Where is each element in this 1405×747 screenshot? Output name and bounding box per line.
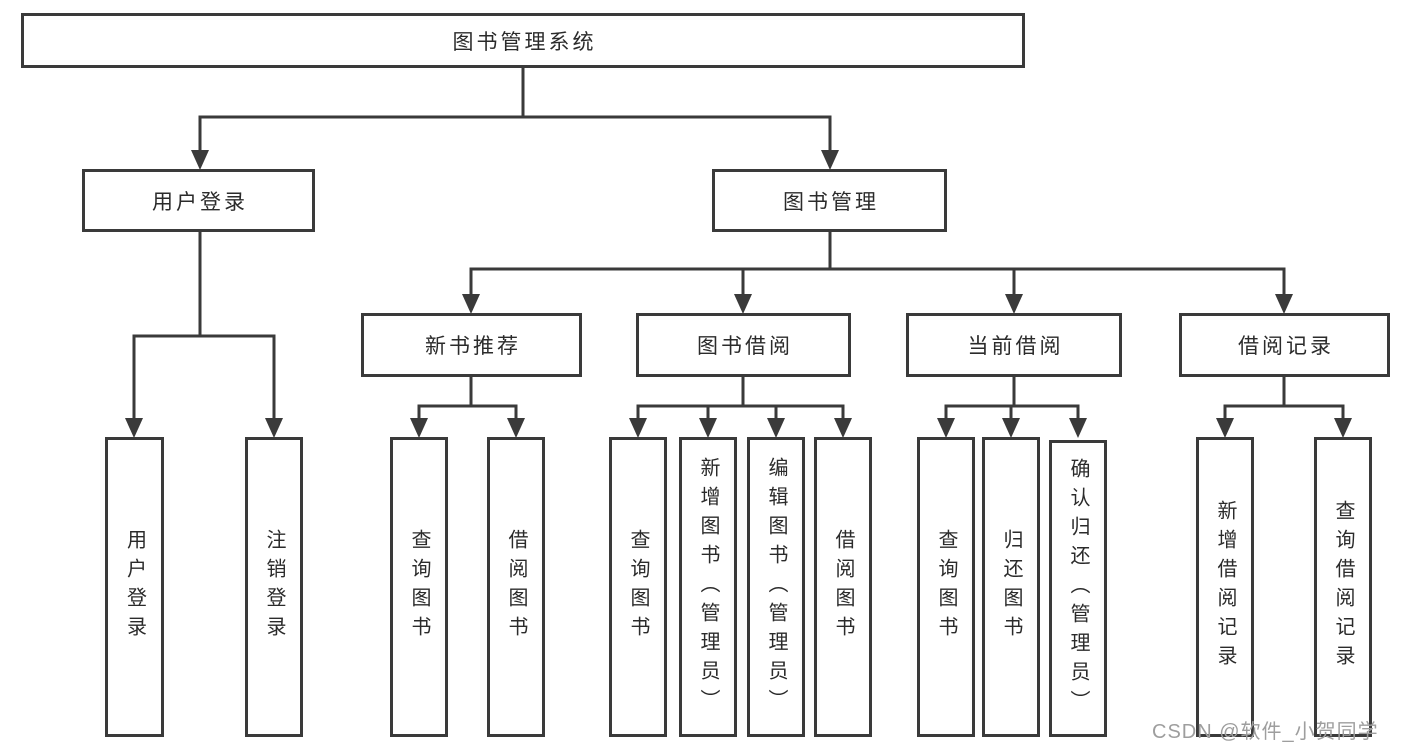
- node-label: 确认归还（管理员）: [1067, 458, 1089, 719]
- arrowhead: [937, 418, 955, 438]
- node-label: 借阅记录: [1238, 335, 1334, 358]
- leaf-return-books: 归还图书: [982, 437, 1040, 737]
- node-label: 查询图书: [408, 529, 430, 645]
- leaf-query-books-recommend: 查询图书: [390, 437, 448, 737]
- arrowhead: [1334, 418, 1352, 438]
- arrowhead: [699, 418, 717, 438]
- leaf-query-borrow-record: 查询借阅记录: [1314, 437, 1372, 737]
- arrowhead: [125, 418, 143, 438]
- leaf-add-book-admin: 新增图书（管理员）: [679, 437, 737, 737]
- arrowhead: [1069, 418, 1087, 438]
- arrowhead: [767, 418, 785, 438]
- node-label: 当前借阅: [967, 335, 1064, 358]
- arrowhead: [507, 418, 525, 438]
- arrowhead: [1005, 294, 1023, 314]
- arrowhead: [821, 150, 839, 170]
- arrowhead: [410, 418, 428, 438]
- leaf-confirm-return-admin: 确认归还（管理员）: [1049, 440, 1107, 737]
- csdn-watermark: CSDN @软件_小贺同学: [1152, 721, 1379, 743]
- node-label: 图书管理系统: [452, 30, 597, 54]
- node-label: 查询图书: [935, 529, 957, 645]
- node-current-borrowing: 当前借阅: [906, 313, 1122, 377]
- node-label: 新书推荐: [425, 335, 521, 358]
- node-label: 图书管理: [783, 190, 879, 214]
- node-label: 编辑图书（管理员）: [765, 456, 787, 718]
- leaf-borrow-books-recommend: 借阅图书: [487, 437, 545, 737]
- leaf-query-books-borrowing: 查询图书: [609, 437, 667, 737]
- node-root: 图书管理系统: [21, 13, 1025, 68]
- node-new-book-recommend: 新书推荐: [361, 313, 582, 377]
- arrowhead: [1002, 418, 1020, 438]
- arrowhead: [462, 294, 480, 314]
- leaf-user-login: 用户登录: [105, 437, 164, 737]
- node-label: 新增借阅记录: [1214, 500, 1236, 674]
- leaf-logout: 注销登录: [245, 437, 303, 737]
- arrowhead: [629, 418, 647, 438]
- node-label: 借阅图书: [832, 529, 854, 645]
- node-label: 借阅图书: [505, 529, 527, 645]
- leaf-edit-book-admin: 编辑图书（管理员）: [747, 437, 805, 737]
- leaf-add-borrow-record: 新增借阅记录: [1196, 437, 1254, 737]
- node-borrowing-records: 借阅记录: [1179, 313, 1390, 377]
- arrowhead: [265, 418, 283, 438]
- arrowhead: [191, 150, 209, 170]
- node-label: 用户登录: [123, 529, 146, 645]
- node-label: 查询借阅记录: [1332, 500, 1354, 674]
- node-label: 归还图书: [1000, 529, 1022, 645]
- arrowhead: [734, 294, 752, 314]
- arrowhead: [1216, 418, 1234, 438]
- node-user-login: 用户登录: [82, 169, 315, 232]
- leaf-borrow-books: 借阅图书: [814, 437, 872, 737]
- arrowhead: [834, 418, 852, 438]
- node-label: 注销登录: [263, 529, 285, 645]
- arrowhead: [1275, 294, 1293, 314]
- connector-path: [132, 66, 1345, 423]
- leaf-query-books-current: 查询图书: [917, 437, 975, 737]
- node-label: 查询图书: [627, 529, 649, 645]
- node-book-borrowing: 图书借阅: [636, 313, 851, 377]
- node-label: 图书借阅: [697, 335, 793, 358]
- node-label: 新增图书（管理员）: [697, 456, 719, 718]
- node-label: 用户登录: [152, 190, 248, 214]
- node-book-management: 图书管理: [712, 169, 947, 232]
